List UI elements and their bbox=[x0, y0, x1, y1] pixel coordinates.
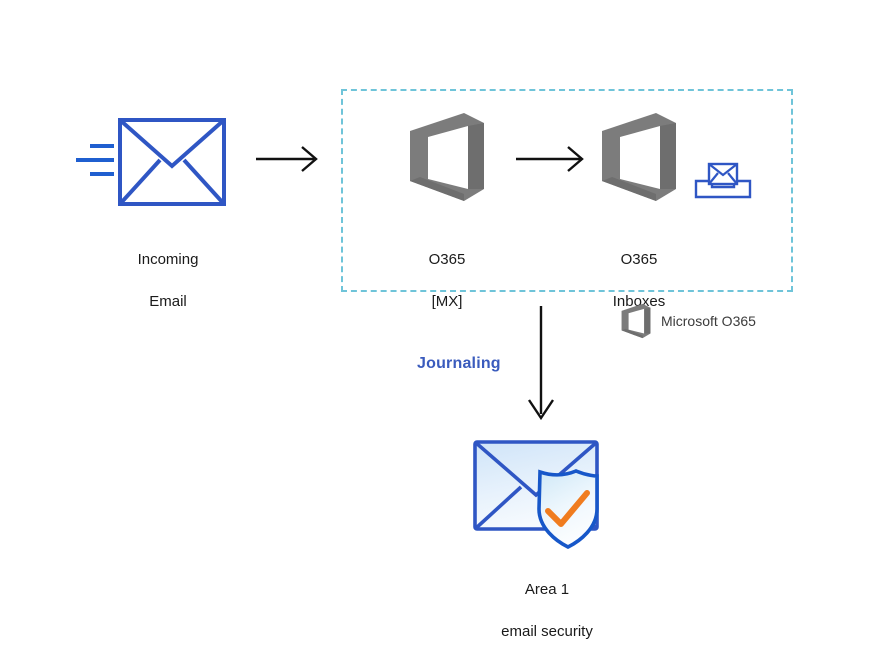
motion-lines-icon bbox=[76, 142, 118, 184]
o365-mx-caption-line-1: O365 bbox=[428, 251, 466, 268]
o365-inboxes-caption-line-2: Inboxes bbox=[612, 293, 666, 310]
incoming-email-caption-line-1: Incoming bbox=[137, 251, 199, 268]
journaling-label: Journaling bbox=[417, 355, 501, 372]
o365-inboxes-caption: O365 Inboxes bbox=[559, 228, 719, 333]
envelope-shield-check-icon bbox=[472, 435, 632, 550]
office365-logo-icon-mx bbox=[406, 111, 488, 203]
arrow-incoming-to-mx bbox=[256, 145, 320, 173]
area1-caption-line-2: email security bbox=[501, 623, 593, 640]
o365-inboxes-caption-line-1: O365 bbox=[620, 251, 658, 268]
legend-label: Microsoft O365 bbox=[661, 313, 756, 329]
arrow-mx-to-inboxes bbox=[516, 145, 586, 173]
area1-caption-line-1: Area 1 bbox=[524, 581, 570, 598]
o365-mx-caption: O365 [MX] bbox=[367, 228, 527, 333]
envelope-icon bbox=[118, 118, 226, 206]
incoming-email-caption-line-2: Email bbox=[149, 293, 187, 310]
office365-logo-icon-inboxes bbox=[598, 111, 680, 203]
office365-logo-icon-legend bbox=[620, 303, 652, 339]
o365-mx-caption-line-2: [MX] bbox=[431, 293, 463, 310]
o365-boundary-dashed-box bbox=[341, 89, 793, 292]
legend-microsoft-o365: Microsoft O365 bbox=[620, 303, 756, 339]
arrow-inboxes-to-area1 bbox=[524, 306, 558, 422]
area1-caption: Area 1 email security bbox=[462, 558, 632, 663]
inbox-tray-envelope-icon bbox=[694, 159, 752, 201]
incoming-email-caption: Incoming Email bbox=[88, 228, 248, 333]
